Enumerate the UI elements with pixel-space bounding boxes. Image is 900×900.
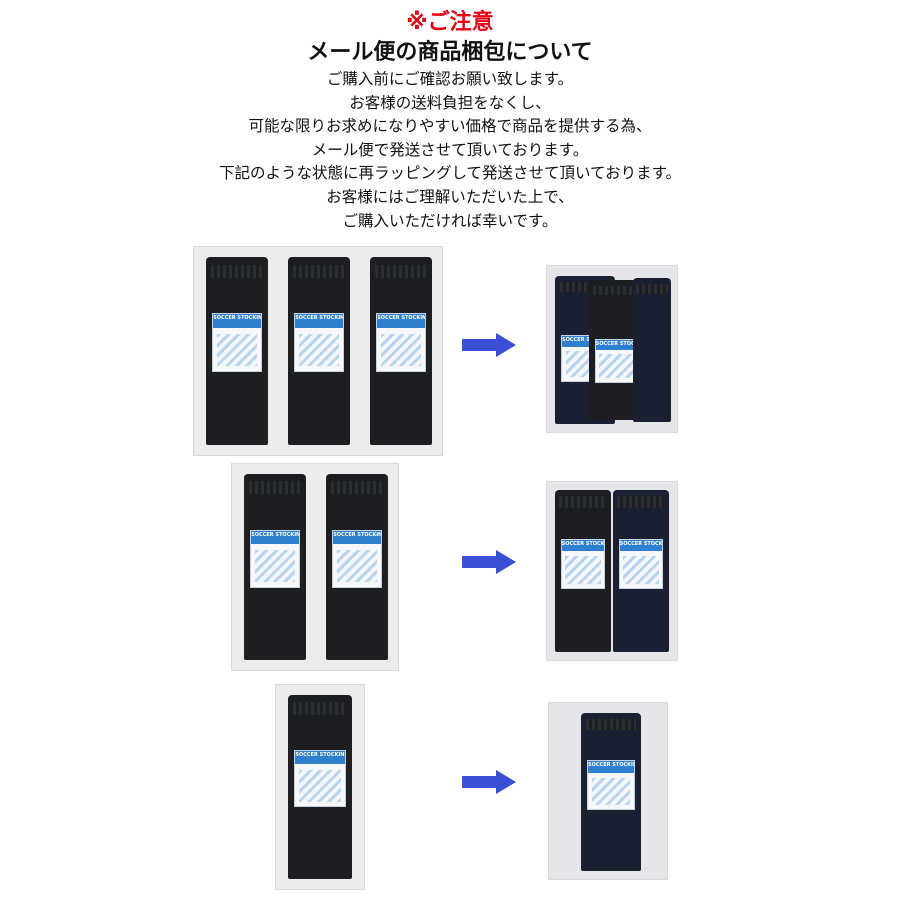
page-title: メール便の商品梱包について [307, 40, 593, 65]
sock-product: SOCCER STOCKING [370, 257, 432, 445]
sock-product: SOCCER STOCKING [288, 695, 352, 879]
sock-product: SOCCER STOCKING [613, 490, 669, 652]
before-package-1-pair: SOCCER STOCKING [275, 684, 365, 890]
notice-heading: ※ご注意 [406, 10, 494, 35]
product-label-card: SOCCER STOCKING [560, 538, 606, 590]
product-label-card: SOCCER STOCKING [587, 760, 635, 810]
sock-product: SOCCER STOCKING [326, 474, 388, 660]
before-package-3-pairs: SOCCER STOCKING SOCCER STOCKING SOCCER S… [193, 246, 443, 456]
right-arrow-icon [462, 770, 516, 794]
after-package-3-pairs: SOCCER STOCKING SOCCER STOCKING [546, 265, 678, 433]
product-label-card: SOCCER STOCKING [618, 538, 664, 590]
sock-product: SOCCER STOCKING [206, 257, 268, 445]
body-line: メール便で発送させて頂いております。 [311, 140, 589, 159]
body-line: お客様にはご理解いただいた上で、 [326, 187, 574, 206]
product-label-card: SOCCER STOCKING [376, 313, 426, 372]
sock-product [633, 278, 671, 422]
product-label-card: SOCCER STOCKING [250, 529, 300, 588]
right-arrow-icon [462, 550, 516, 574]
sock-product: SOCCER STOCKING [555, 490, 611, 652]
product-label-card: SOCCER STOCKING [332, 529, 382, 588]
sock-product: SOCCER STOCKING [581, 713, 641, 871]
body-line: ご購入いただければ幸いです。 [342, 211, 558, 230]
before-package-2-pairs: SOCCER STOCKING SOCCER STOCKING [231, 463, 399, 671]
sock-product: SOCCER STOCKING [288, 257, 350, 445]
notice-body: ご購入前にご確認お願い致します。 お客様の送料負担をなくし、 可能な限りお求めに… [0, 68, 900, 233]
product-label-card: SOCCER STOCKING [294, 313, 344, 372]
after-package-1-pair: SOCCER STOCKING [548, 702, 668, 880]
body-line: 可能な限りお求めになりやすい価格で商品を提供する為、 [248, 117, 652, 136]
product-label-card: SOCCER STOCKING [594, 338, 640, 383]
product-label-card: SOCCER STOCKING [212, 313, 262, 372]
body-line: ご購入前にご確認お願い致します。 [326, 70, 574, 88]
body-line: 下記のような状態に再ラッピングして発送させて頂いております。 [218, 164, 682, 183]
sock-product: SOCCER STOCKING [244, 474, 306, 660]
product-label-card: SOCCER STOCKING [294, 750, 346, 808]
right-arrow-icon [462, 333, 516, 357]
after-package-2-pairs: SOCCER STOCKING SOCCER STOCKING [546, 481, 678, 661]
body-line: お客様の送料負担をなくし、 [349, 93, 551, 112]
